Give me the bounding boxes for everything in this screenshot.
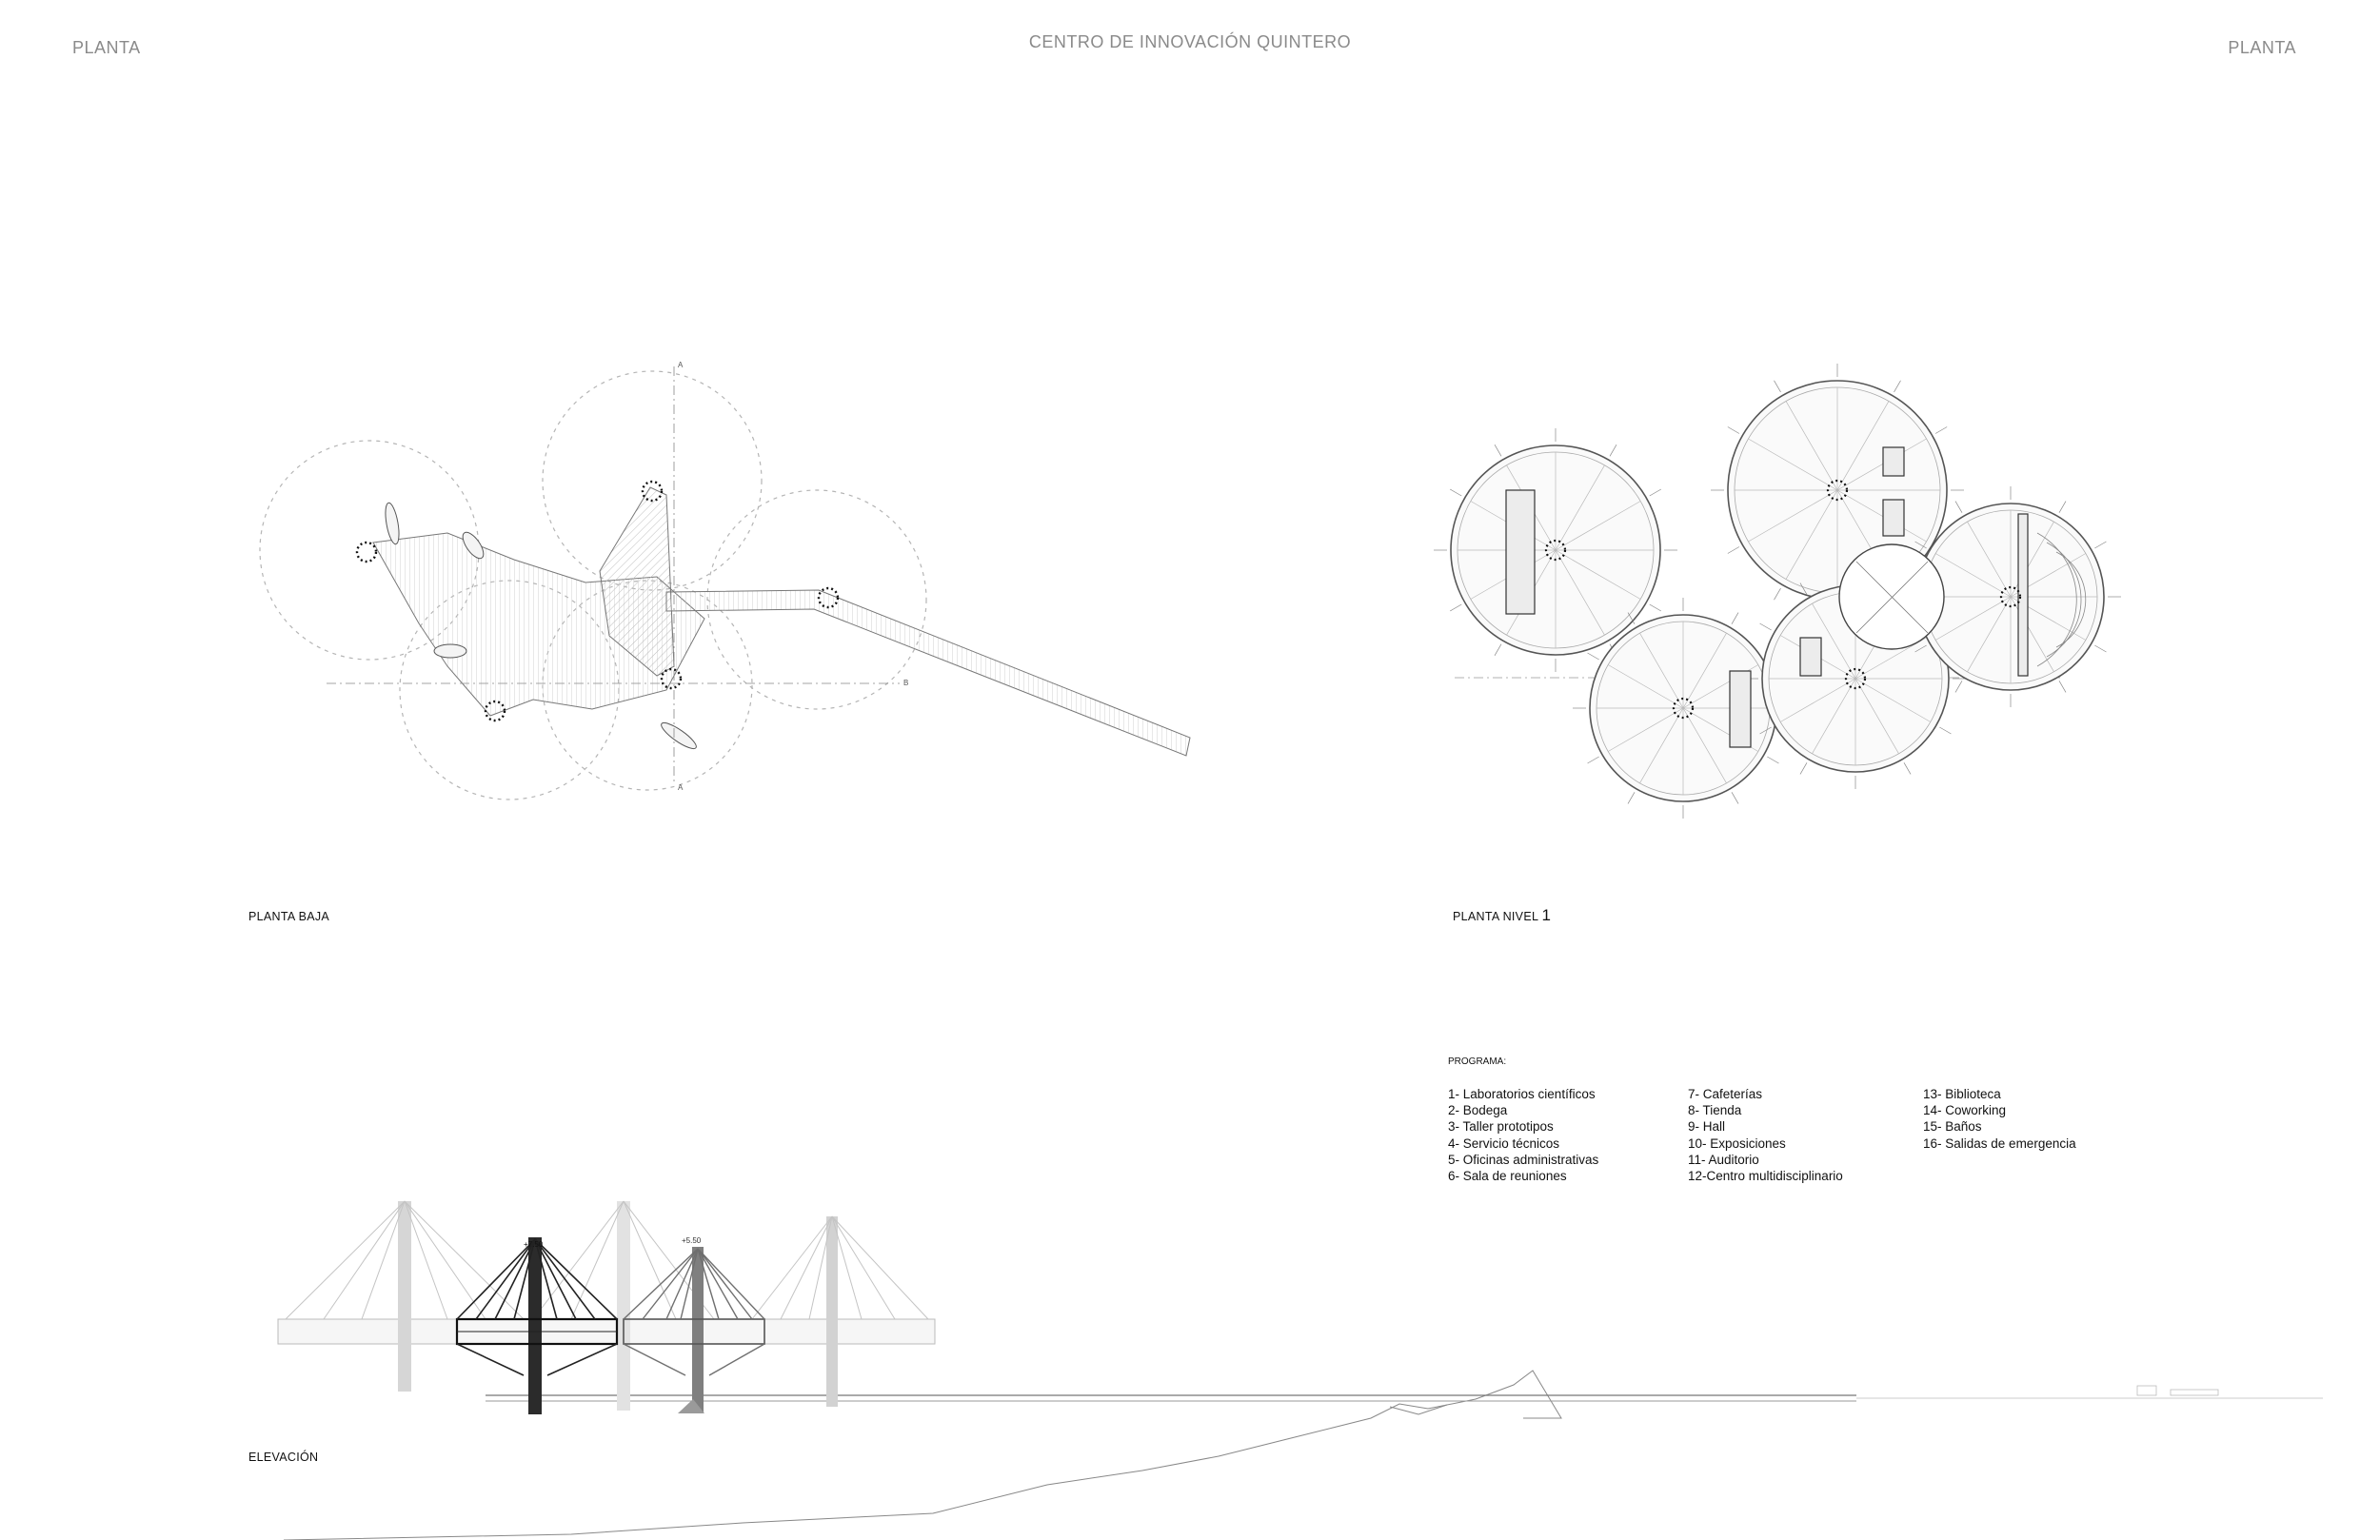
section-mark-b: B (903, 679, 908, 687)
program-item: 11- Auditorio (1688, 1152, 1759, 1167)
level1-plan (1434, 364, 2121, 819)
dark-tower (455, 1237, 619, 1414)
column-marker (641, 480, 664, 503)
terrain-profile (283, 1370, 1562, 1540)
column-marker (1672, 697, 1695, 720)
light-tower-2 (532, 1200, 715, 1411)
elevation-drawing: +5.50 +7.50 (277, 1200, 2323, 1540)
bathroom-core (1882, 499, 1905, 537)
walkway (665, 589, 1191, 757)
bathroom-core (1799, 637, 1822, 677)
program-item: 6- Sala de reuniones (1448, 1169, 1567, 1184)
program-item: 13- Biblioteca (1923, 1087, 2001, 1101)
section-mark-a-bottom: A (678, 783, 684, 792)
column-marker (817, 586, 840, 609)
service-core (1505, 489, 1536, 615)
level1-caption-text: PLANTA NIVEL (1453, 910, 1538, 923)
boat-icon (433, 643, 467, 659)
ground-floor-plan (259, 366, 1191, 800)
program-item: 12-Centro multidisciplinario (1688, 1169, 1843, 1184)
column-marker (1544, 539, 1567, 562)
coast-building (2170, 1389, 2219, 1396)
column-marker (660, 667, 683, 690)
column-marker (1844, 667, 1867, 690)
boat-icon (385, 502, 400, 545)
program-item: 16- Salidas de emergencia (1923, 1135, 2076, 1151)
header-right-title: PLANTA (2228, 38, 2296, 57)
circular-pod (1434, 428, 1677, 672)
elevation-level-label: +7.50 (524, 1240, 544, 1249)
header-project-title: CENTRO DE INNOVACIÓN QUINTERO (1028, 32, 1352, 51)
program-item: 4- Servicio técnicos (1448, 1135, 1560, 1151)
level1-caption: PLANTA NIVEL 1 (1453, 906, 1551, 925)
program-title: PROGRAMA: (1448, 1056, 1507, 1067)
auditorium-seat-row (2055, 551, 2087, 648)
program-column-3: 13- Biblioteca 14- Coworking 15- Baños 1… (1923, 1086, 2076, 1152)
light-tower-1 (285, 1200, 525, 1392)
auditorium-seat-row (2046, 542, 2082, 658)
service-core (1729, 670, 1752, 748)
program-column-2: 7- Cafeterías 8- Tienda 9- Hall 10- Expo… (1688, 1086, 1843, 1184)
circular-pod (1573, 598, 1794, 819)
program-item: 3- Taller prototipos (1448, 1119, 1554, 1135)
bathroom-core (1882, 446, 1905, 477)
section-mark-a-top: A (678, 361, 684, 369)
ground-floor-caption: PLANTA BAJA (248, 910, 330, 923)
boat-icon (661, 721, 697, 750)
mid-tower (623, 1247, 765, 1413)
program-item: 14- Coworking (1923, 1103, 2007, 1118)
elevation-level-label: +5.50 (682, 1236, 702, 1245)
boat-icon (462, 531, 485, 560)
coast-building (2136, 1385, 2157, 1396)
program-item: 1- Laboratorios científicos (1448, 1087, 1596, 1101)
program-item: 2- Bodega (1448, 1103, 1508, 1118)
column-marker (484, 700, 506, 722)
light-tower-3 (751, 1215, 929, 1407)
auditorium-stage (2017, 513, 2029, 677)
program-item: 8- Tienda (1688, 1103, 1742, 1118)
program-item: 10- Exposiciones (1688, 1135, 1786, 1151)
level1-caption-number: 1 (1541, 906, 1552, 924)
column-marker (1999, 585, 2022, 608)
program-item: 5- Oficinas administrativas (1448, 1152, 1599, 1167)
column-marker (1826, 479, 1849, 502)
program-item: 7- Cafeterías (1688, 1087, 1763, 1101)
program-item: 9- Hall (1688, 1119, 1726, 1135)
auditorium-seat-row (2036, 532, 2077, 667)
central-deck (372, 532, 705, 717)
elevation-caption: ELEVACIÓN (248, 1451, 319, 1464)
program-item: 15- Baños (1923, 1119, 1982, 1135)
column-marker (355, 541, 378, 563)
program-column-1: 1- Laboratorios científicos 2- Bodega 3-… (1448, 1086, 1598, 1184)
header-left-title: PLANTA (72, 38, 141, 57)
